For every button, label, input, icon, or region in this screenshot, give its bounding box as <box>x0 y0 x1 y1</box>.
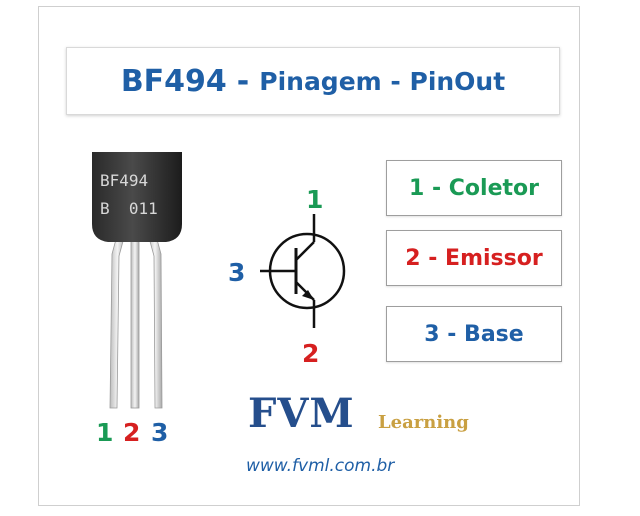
brand-logo-sub: Learning <box>378 412 469 433</box>
legend-emitter: 2 - Emissor <box>386 230 562 286</box>
transistor-package-image: BF494 B 011 <box>92 152 182 409</box>
legend-collector: 1 - Coletor <box>386 160 562 216</box>
symbol-emitter-label: 2 <box>302 339 319 368</box>
package-pin-label-1: 1 <box>96 418 114 447</box>
title-part-number: BF494 <box>120 63 227 99</box>
npn-transistor-symbol: 1 3 2 <box>228 185 346 368</box>
symbol-base-label: 3 <box>228 258 245 287</box>
transistor-legs <box>109 231 163 409</box>
package-marking-1: BF494 <box>100 171 148 190</box>
title-subtitle: Pinagem - PinOut <box>259 66 506 96</box>
title-box: BF494 - Pinagem - PinOut <box>66 47 560 115</box>
symbol-collector-label: 1 <box>306 185 323 214</box>
package-marking-2: B 011 <box>100 199 158 218</box>
legend-base: 3 - Base <box>386 306 562 362</box>
title-separator: - <box>236 63 250 99</box>
website-url: www.fvml.com.br <box>246 456 395 476</box>
package-pin-label-2: 2 <box>123 418 141 447</box>
brand-logo: FVM <box>248 390 355 437</box>
transistor-body <box>92 152 182 242</box>
package-pin-label-3: 3 <box>151 418 169 447</box>
